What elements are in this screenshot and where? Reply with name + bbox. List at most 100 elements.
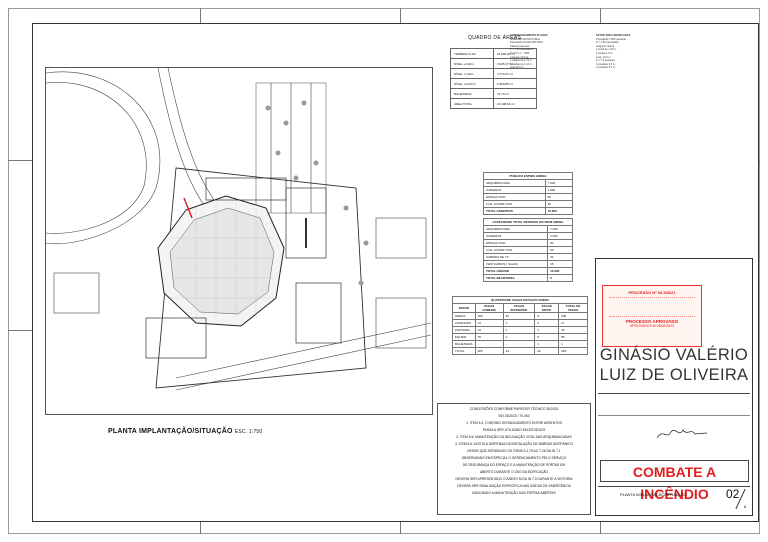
- discipline-banner: COMBATE A INCÊNDIO: [600, 460, 749, 502]
- parking-cell: CAMINHOS: [452, 319, 476, 327]
- capacity-value: 7.000: [547, 225, 573, 233]
- public-label: LUG. ACOMP. PCD: [483, 200, 546, 208]
- parking-cell: 20: [534, 347, 560, 355]
- capacity-value: 30: [547, 253, 573, 261]
- parking-cell: 8: [534, 333, 560, 341]
- area-value: 23.348,91 m²: [493, 98, 537, 109]
- capacity-label: CABINES DE TV: [482, 253, 549, 261]
- plan-scale: ESC. 1:750: [234, 429, 263, 435]
- note-line: total 28,0 m: [510, 66, 524, 70]
- parking-cell: 285: [474, 347, 504, 355]
- divider: [598, 393, 750, 394]
- notes-column-b: SETOR ÁREA BRANCADAS População 7.000 pes…: [596, 34, 674, 70]
- grid-tick: [600, 522, 601, 534]
- area-label: NÍVEL +2,00m: [450, 58, 494, 69]
- note-line: 1 porta de 1,20 m: [596, 48, 617, 52]
- concession-line: 3. ITEM 5.6: ACEITA A DISPENSA DA INSTAL…: [454, 442, 574, 446]
- capacity-total-label: TOTAL GINÁSIO: [482, 267, 549, 275]
- concession-line: ABERTO DURANTE O USO DA EDIFICAÇÃO: [479, 470, 549, 474]
- note-line: Largura mínima: [510, 55, 529, 59]
- drawing-border: [32, 23, 759, 522]
- public-label: CADEIRAS: [483, 186, 546, 194]
- site-plan: [45, 67, 433, 415]
- concession-line: DEVERÁ SER APRESENTADO O ANEXO M DA IN 7…: [455, 477, 573, 481]
- capacity-value: 50: [547, 239, 573, 247]
- stamp-head: PROCESSO APROVADO: [625, 319, 679, 324]
- parking-header: SETOR: [452, 303, 476, 313]
- public-label: ARQUIBANCADA: [483, 179, 546, 187]
- note-line: PARECER ESTRUTURAL: [510, 37, 541, 41]
- concession-line: DESDE QUE ATENDIDOS OS ITENS 6.1.79 AO 7…: [467, 449, 561, 453]
- parking-cell: 180: [474, 312, 504, 320]
- concessions-title: CONCESSÕES CONFORME PARECER TÉCNICO 35/2…: [469, 407, 559, 411]
- note-line: n saídas de 1,70 m: [510, 59, 533, 63]
- sheet-number: 02: [726, 487, 740, 501]
- note-line: População 7.000 pessoas: [596, 37, 626, 41]
- public-value: 7.000: [544, 179, 574, 187]
- capacity-label: ESPAÇO PCD: [482, 239, 549, 247]
- note-line: População 10.000 500 000m: [510, 41, 544, 45]
- capacity-label: CADEIRAS: [482, 232, 549, 240]
- parking-header: VAGAS MOTO: [534, 303, 560, 313]
- concession-line: 1. ITEM 5.2: O MESMO DISTANCIAMENTO ENTR…: [466, 421, 562, 425]
- concession-line: SEI 23/2023 / 70-063: [498, 414, 530, 418]
- parking-cell: 2: [534, 319, 560, 327]
- drawing-sheet: [8, 8, 760, 534]
- title-block: [595, 258, 753, 516]
- parking-cell: 88: [558, 333, 588, 341]
- project-name: GINÁSIO VALÉRIO LUIZ DE OLIVEIRA: [598, 345, 750, 385]
- public-table-title: PÚBLICO ESTIMA ARENA: [483, 172, 573, 180]
- parking-cell: 329: [558, 347, 588, 355]
- capacity-value: 1.000: [547, 232, 573, 240]
- grid-tick: [600, 8, 601, 23]
- note-line: P = 7,0 pessoas: [596, 59, 615, 63]
- public-value: 1.000: [544, 186, 574, 194]
- public-total-value: 10.000: [544, 207, 574, 215]
- note-line: P = 7,94 pessoas/m²: [510, 48, 534, 52]
- capacity-label: LUG. ACOMP. PCD: [482, 246, 549, 254]
- parking-cell: -: [502, 340, 536, 348]
- public-value: 50: [544, 193, 574, 201]
- project-name-line1: GINÁSIO VALÉRIO: [599, 346, 749, 364]
- parking-cell: PORTARIA: [452, 326, 476, 334]
- concession-line: PASSA A SER UTILIZADO EM ESTÁDIOS: [482, 428, 546, 432]
- concessions-box: CONCESSÕES CONFORME PARECER TÉCNICO 35/2…: [437, 403, 591, 515]
- stamp-sub: APROVADO EM 08/08/2023: [629, 324, 675, 328]
- parking-header: TOTAL DE VAGAS: [558, 303, 588, 313]
- parking-cell: 20: [502, 312, 536, 320]
- area-value: 74,73 m²: [493, 88, 537, 99]
- parking-header: VAGAS COMUNS: [474, 303, 504, 313]
- parking-cell: 1: [502, 319, 536, 327]
- oval-track: [45, 71, 161, 245]
- parking-cell: 15: [558, 326, 588, 334]
- parking-cell: 1: [502, 326, 536, 334]
- parking-table-title: QUANTIDADE VAGAS ESTAÇÃO ARENA: [452, 296, 588, 304]
- concession-line: INDICANDO A MANUTENÇÃO DAS PORTAS ABERTA…: [472, 491, 556, 495]
- grid-tick: [200, 522, 201, 534]
- plan-title: PLANTA IMPLANTAÇÃO/SITUAÇÃO ESC. 1:750: [108, 428, 262, 435]
- grid-tick: [8, 330, 32, 331]
- red-route-line: [183, 197, 193, 219]
- parking-cell: ARENA: [452, 312, 476, 320]
- site-plan-drawing: [45, 67, 432, 391]
- capacity-value: 15: [547, 260, 573, 268]
- note-line: 5 saídas de 1,20 m: [510, 62, 533, 66]
- capacity-label: VESTUÁRIOS / SALAS: [482, 260, 549, 268]
- parking-cell: 1: [558, 340, 588, 348]
- capacity-value: 50: [547, 246, 573, 254]
